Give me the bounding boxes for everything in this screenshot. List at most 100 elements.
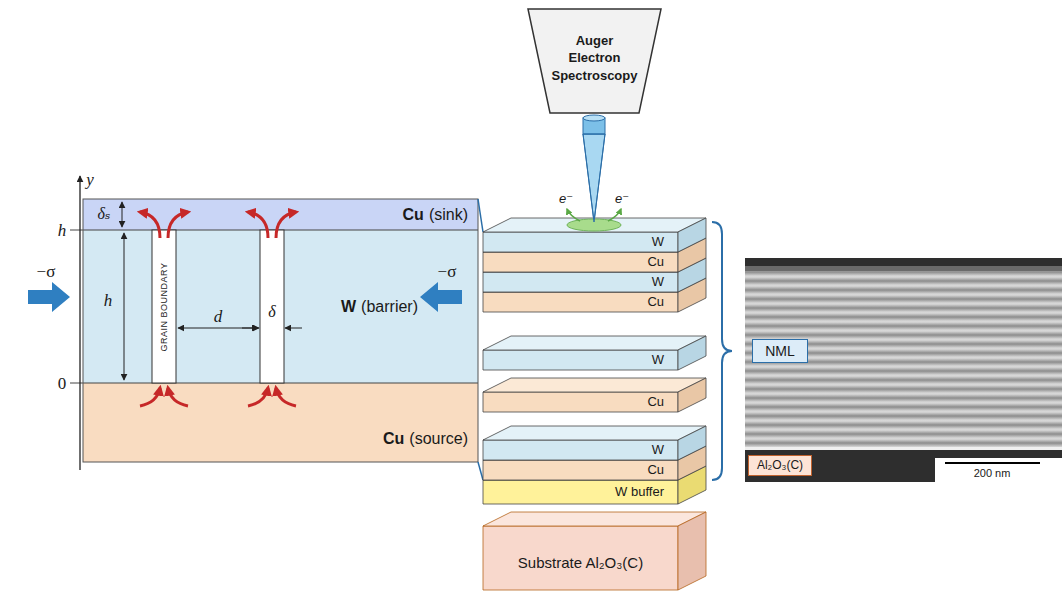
copper-source-layer: Cu (source) — [83, 383, 478, 462]
layer-label: (barrier) — [361, 297, 418, 316]
y-axis — [79, 176, 80, 470]
w-front — [483, 272, 678, 292]
axis-tick-label: h — [58, 222, 67, 239]
substrate-label-box: Al₂O₃(C) — [748, 455, 812, 476]
w-side — [678, 218, 706, 252]
zoom-outline — [83, 199, 478, 462]
dimension-arrow — [285, 328, 302, 329]
dimension-label: d — [214, 308, 223, 325]
layer-label: Al₂O₃(C) — [757, 458, 803, 472]
tungsten-layer: W — [483, 272, 678, 292]
tungsten-layer: W — [483, 350, 678, 370]
sem-top-band — [745, 266, 1062, 271]
beam-column-top — [583, 115, 605, 121]
cu-side — [678, 378, 706, 412]
electron-emission-arrow — [567, 209, 580, 221]
dimension-arrow — [178, 328, 258, 329]
diffusion-arrow — [276, 388, 296, 406]
w-side — [678, 336, 706, 370]
dimension-arrow — [122, 202, 123, 227]
substrate-front — [483, 526, 678, 590]
curly-brace — [712, 222, 732, 480]
cu-front — [483, 292, 678, 312]
stress-arrow — [420, 282, 462, 312]
tungsten-barrier-layer: W (barrier) GRAIN BOUNDARY — [83, 230, 478, 383]
diffusion-arrow — [276, 212, 296, 238]
sem-interface — [745, 447, 1062, 450]
substrate-layer: Substrate Al₂O₃(C) — [483, 526, 678, 590]
layer-label: Cu — [647, 254, 664, 270]
scale-bar — [945, 462, 1040, 464]
spectrometer-body — [528, 9, 661, 113]
stress-arrow — [28, 282, 70, 312]
axis-tick-label: 0 — [58, 375, 67, 392]
layer-label: W — [652, 234, 664, 250]
grain-boundary-strip — [260, 230, 284, 383]
dimension-label: δ — [268, 304, 275, 320]
zoom-line — [478, 199, 483, 232]
cu-front — [483, 392, 678, 412]
auger-spectrometer: Auger Electron Spectroscopy — [527, 8, 662, 114]
w-side — [678, 426, 706, 460]
tungsten-layer: W — [483, 232, 678, 252]
sem-image — [745, 258, 1062, 482]
nml-label-box: NML — [752, 339, 808, 363]
layer-label: W buffer — [615, 484, 664, 500]
layer-label: NML — [765, 343, 795, 360]
diffusion-arrow — [248, 212, 268, 238]
w-front — [483, 350, 678, 370]
w-front — [483, 440, 678, 460]
layer-label: Cu — [647, 294, 664, 310]
electron-label: e⁻ — [615, 192, 629, 205]
stress-label: −σ — [438, 263, 457, 280]
barrier-fill — [83, 230, 478, 383]
material-label: Cu — [383, 429, 404, 448]
material-label: Cu — [403, 205, 424, 224]
layer-label: (source) — [409, 429, 468, 448]
copper-sink-layer: Cu (sink) — [83, 199, 478, 230]
tungsten-layer: W — [483, 440, 678, 460]
electron-beam-outline — [583, 134, 605, 222]
scale-patch — [935, 458, 1062, 482]
copper-layer: Cu — [483, 460, 678, 480]
dimension-arrow — [124, 233, 125, 380]
diffusion-arrow — [168, 388, 188, 406]
electron-beam — [583, 134, 605, 222]
stress-label: −σ — [37, 263, 56, 280]
source-fill — [83, 383, 478, 462]
dimension-label: δₛ — [98, 206, 111, 222]
dimension-label: h — [104, 292, 113, 309]
grain-boundary-label: GRAIN BOUNDARY — [160, 262, 169, 351]
substrate-top — [483, 512, 706, 526]
grain-boundary-strip — [152, 230, 176, 383]
layer-label: W — [652, 352, 664, 368]
electron-label: e⁻ — [559, 192, 573, 205]
copper-layer: Cu — [483, 292, 678, 312]
cu-front — [483, 252, 678, 272]
grain-boundary: GRAIN BOUNDARY — [152, 230, 176, 383]
copper-layer: Cu — [483, 252, 678, 272]
zoom-line — [478, 462, 483, 480]
electron-emission-arrow — [608, 209, 621, 221]
axis-label: y — [86, 171, 94, 188]
w-top — [483, 426, 706, 440]
diffusion-arrow — [168, 212, 188, 238]
scale-label: 200 nm — [974, 468, 1011, 479]
dimension-arrow — [242, 328, 259, 329]
layer-label: Cu — [647, 462, 664, 478]
diffusion-arrow — [140, 212, 160, 238]
layer-label: W — [652, 442, 664, 458]
substrate-side — [678, 512, 706, 590]
buffer-front — [483, 480, 678, 504]
layer-label: Cu — [647, 394, 664, 410]
layer-label: W — [652, 274, 664, 290]
cu-front — [483, 460, 678, 480]
sink-fill — [83, 199, 478, 230]
layer-label: (sink) — [429, 205, 468, 224]
material-label: W — [341, 297, 356, 316]
layer-label: Auger Electron Spectroscopy — [550, 32, 640, 85]
tungsten-buffer-layer: W buffer — [483, 480, 678, 504]
cu-top — [483, 378, 706, 392]
sem-multilayer — [745, 271, 1062, 447]
